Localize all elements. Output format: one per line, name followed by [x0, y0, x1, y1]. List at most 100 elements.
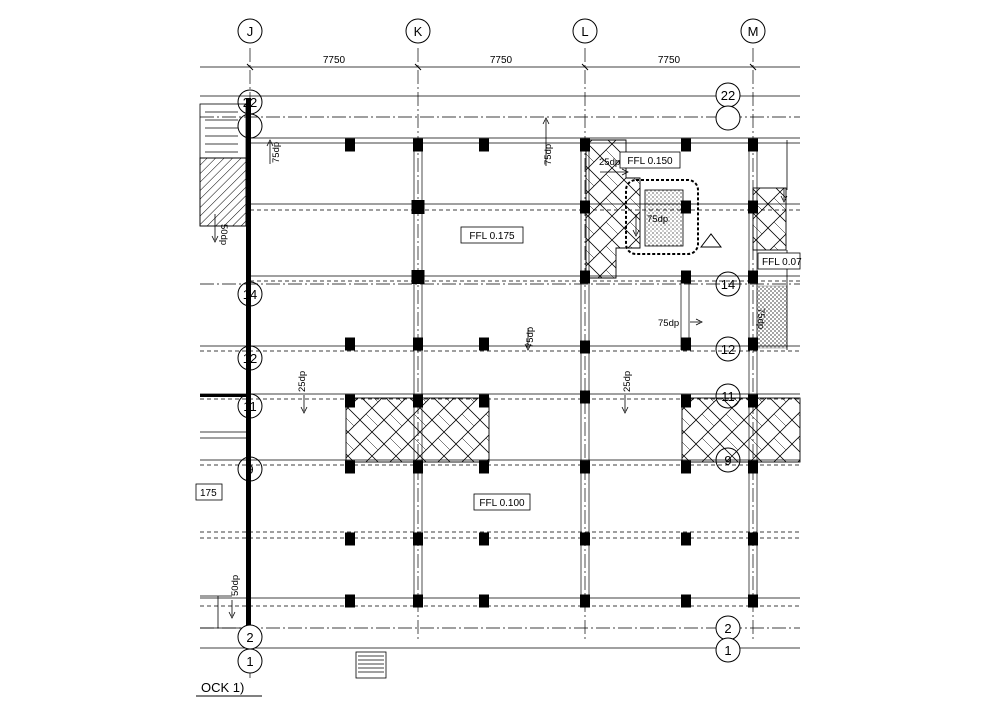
row-label-left: 14 [243, 287, 257, 302]
column-label: K [414, 24, 423, 39]
ffl-tag-007: FFL 0.07 [762, 257, 802, 268]
dimension-string [246, 63, 757, 71]
column [479, 138, 489, 152]
column [479, 394, 489, 408]
row-label-left: 12 [243, 351, 257, 366]
column [580, 594, 590, 608]
column [681, 337, 691, 351]
row-label-right: 12 [721, 342, 735, 357]
row-label-left: 2 [246, 630, 253, 645]
column [345, 138, 355, 152]
column-bubble-j: J [237, 18, 263, 44]
column [411, 270, 425, 284]
column [413, 532, 423, 546]
slope-note: 25dp [622, 371, 633, 392]
row-grid-lines [200, 66, 800, 649]
column [681, 594, 691, 608]
ffl-tag-0175: FFL 0.175 [469, 231, 515, 242]
row-label-right: 14 [721, 277, 735, 292]
row-label-left: 22 [243, 95, 257, 110]
column [580, 200, 590, 214]
slope-note: 75dp [658, 318, 679, 329]
slope-note: 75dp [543, 144, 554, 165]
column [479, 594, 489, 608]
column [413, 138, 423, 152]
slope-note: 75dp [525, 327, 536, 348]
column [748, 270, 758, 284]
row-label-left: 9 [246, 462, 253, 477]
column [413, 460, 423, 474]
column [681, 460, 691, 474]
level-marker-icon [699, 233, 723, 248]
ffl-tag-0150: FFL 0.150 [627, 156, 673, 167]
row-label-right: 22 [721, 88, 735, 103]
column [413, 337, 423, 351]
column [681, 532, 691, 546]
column-bubbles: J K L M [237, 18, 766, 44]
column [345, 532, 355, 546]
column-label: J [247, 24, 254, 39]
structural-columns [345, 138, 758, 608]
drawing-title: OCK 1) [201, 680, 244, 695]
column [345, 594, 355, 608]
dimension-lm: 7750 [658, 55, 681, 66]
column [748, 337, 758, 351]
column [411, 200, 425, 214]
column [681, 200, 691, 214]
column [413, 394, 423, 408]
column [580, 532, 590, 546]
column [748, 532, 758, 546]
column [580, 340, 590, 354]
slope-note: 25dp [599, 157, 620, 168]
row-label-right: 11 [721, 389, 735, 404]
row-label-right: 9 [724, 453, 731, 468]
ffl-tag-175: 175 [200, 488, 217, 499]
column-bubble-m: M [740, 18, 766, 44]
column-bubble-k: K [405, 18, 431, 44]
column [479, 337, 489, 351]
left-partial-walls [200, 431, 246, 629]
slope-arrows [211, 117, 788, 619]
slope-note: 75dp [755, 308, 766, 329]
column [580, 390, 590, 404]
floor-level-tags: FFL 0.175 FFL 0.150 FFL 0.100 FFL 0.07 1… [195, 151, 802, 511]
stair-area [199, 103, 247, 227]
column [345, 394, 355, 408]
column [345, 460, 355, 474]
column [748, 394, 758, 408]
dimension-kl: 7750 [490, 55, 513, 66]
column [345, 337, 355, 351]
column [681, 394, 691, 408]
column [479, 532, 489, 546]
slope-note: 25dp [297, 371, 308, 392]
column [413, 594, 423, 608]
column [748, 594, 758, 608]
slope-note: 75dp [271, 142, 282, 163]
column [748, 138, 758, 152]
slope-note: 75dp [647, 214, 668, 225]
row-label-right: 1 [724, 643, 731, 658]
drain-grating [355, 651, 387, 679]
row-label-left: 1 [246, 654, 253, 669]
slope-note: 50dp [230, 575, 241, 596]
column-label: L [581, 24, 588, 39]
dimension-jk: 7750 [323, 55, 346, 66]
column [681, 270, 691, 284]
planter-pit [625, 140, 788, 350]
row-label-right: 2 [724, 621, 731, 636]
column [748, 460, 758, 474]
row-label-left: 11 [243, 399, 257, 414]
column [681, 138, 691, 152]
row-bubbles-right: 22 14 12 11 9 2 1 [715, 82, 741, 663]
column [580, 270, 590, 284]
column-label: M [748, 24, 759, 39]
column [479, 460, 489, 474]
column [580, 138, 590, 152]
column [748, 200, 758, 214]
column [580, 460, 590, 474]
exterior-wall [200, 98, 251, 633]
row-bubbles-left: 22 14 12 11 9 2 1 [237, 89, 263, 674]
ffl-tag-0100: FFL 0.100 [479, 498, 525, 509]
slope-labels: 75dp 75dp 25dp 75dp 50dp 75dp 75dp 25dp … [218, 142, 766, 596]
